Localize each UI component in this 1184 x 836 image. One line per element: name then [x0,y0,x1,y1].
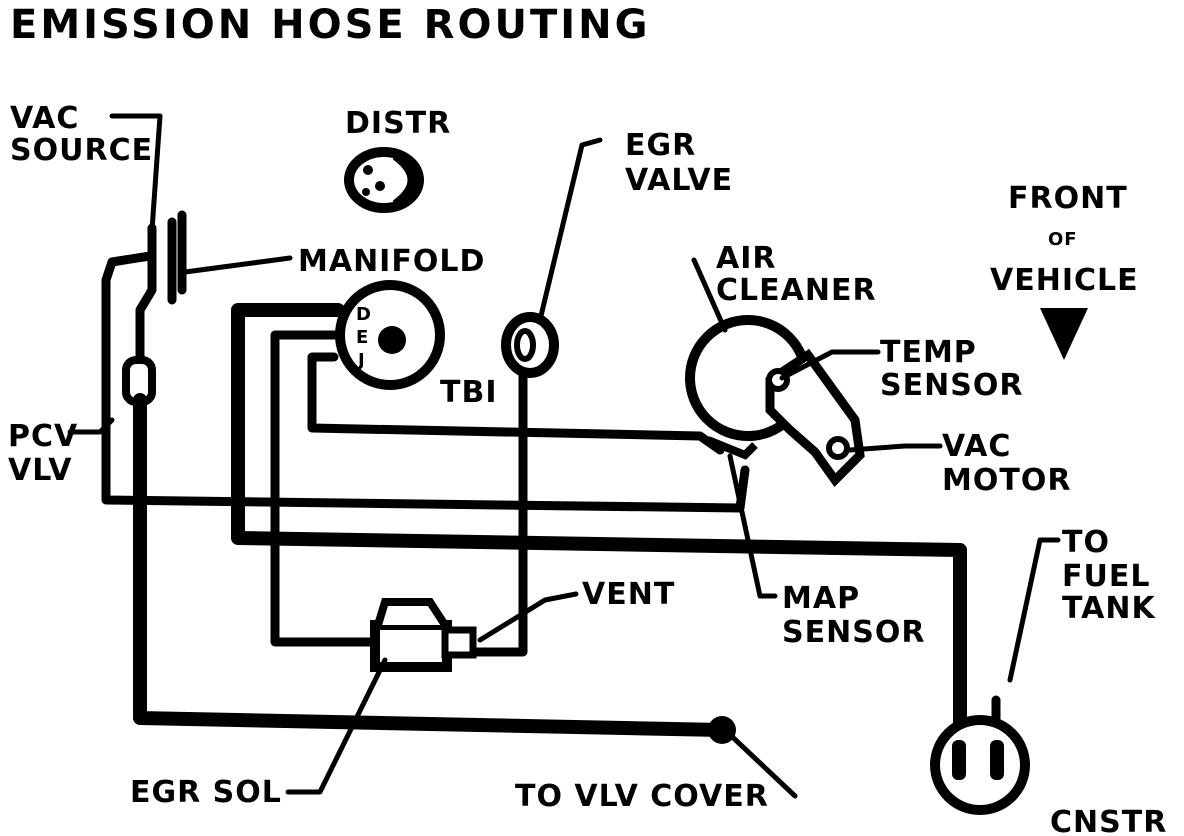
egr-valve-to-sol-hose [457,340,528,657]
label-air-cleaner-2: CLEANER [716,273,877,308]
label-map-sensor-2: SENSOR [782,615,925,650]
label-egr-sol: EGR SOL [130,775,282,810]
label-pcv-vlv-1: PCV [8,419,78,454]
label-temp-sensor-2: SENSOR [880,368,1023,403]
label-egr-valve-1: EGR [625,128,696,163]
tbi-port-e: E [356,327,368,348]
label-front-1: FRONT [1008,181,1128,216]
label-map-sensor-1: MAP [782,581,860,616]
tbi-to-canister-hose [231,303,967,777]
label-vac-motor-1: VAC [942,429,1011,464]
leader-lines [67,113,1061,799]
down-arrow-icon [1040,308,1088,360]
label-manifold: MANIFOLD [298,244,485,279]
air-cleaner [685,315,865,487]
map-sensor [706,436,758,460]
manifold-ribs [167,210,187,305]
distributor-icon [344,147,424,213]
label-vac-source-2: SOURCE [10,133,153,168]
tbi-port-j: J [356,350,365,371]
tbi-unit [335,280,445,390]
label-vac-motor-2: MOTOR [942,463,1071,498]
manifold-to-vlv-cover-hose [133,393,729,737]
egr-valve [501,312,559,378]
canister [930,715,1030,815]
label-egr-valve-2: VALVE [625,163,733,198]
vac-source-fitting [135,223,157,365]
diagram-title: EMISSION HOSE ROUTING [10,2,650,48]
label-to-fuel-tank-1: TO [1062,525,1110,560]
tbi-port-d: D [356,304,371,325]
label-distr: DISTR [345,106,451,141]
tbi-j-to-map-hose [307,352,725,455]
label-to-fuel-tank-3: TANK [1062,591,1156,626]
label-cnstr: CNSTR [1050,805,1167,836]
label-front-2: OF [1048,229,1078,250]
label-vac-source-1: VAC [10,101,79,136]
label-to-vlv-cover: TO VLV COVER [515,779,769,814]
temp-sensor [766,368,790,392]
tbi-e-to-egr-sol-hose [270,330,380,647]
egr-solenoid [370,598,477,672]
label-temp-sensor-1: TEMP [880,335,977,370]
label-front-3: VEHICLE [990,263,1139,298]
label-air-cleaner-1: AIR [716,241,776,276]
label-vent: VENT [582,577,675,612]
label-pcv-vlv-2: VLV [8,453,72,488]
label-tbi: TBI [440,375,498,410]
label-to-fuel-tank-2: FUEL [1062,559,1150,594]
vac-motor [826,436,850,460]
